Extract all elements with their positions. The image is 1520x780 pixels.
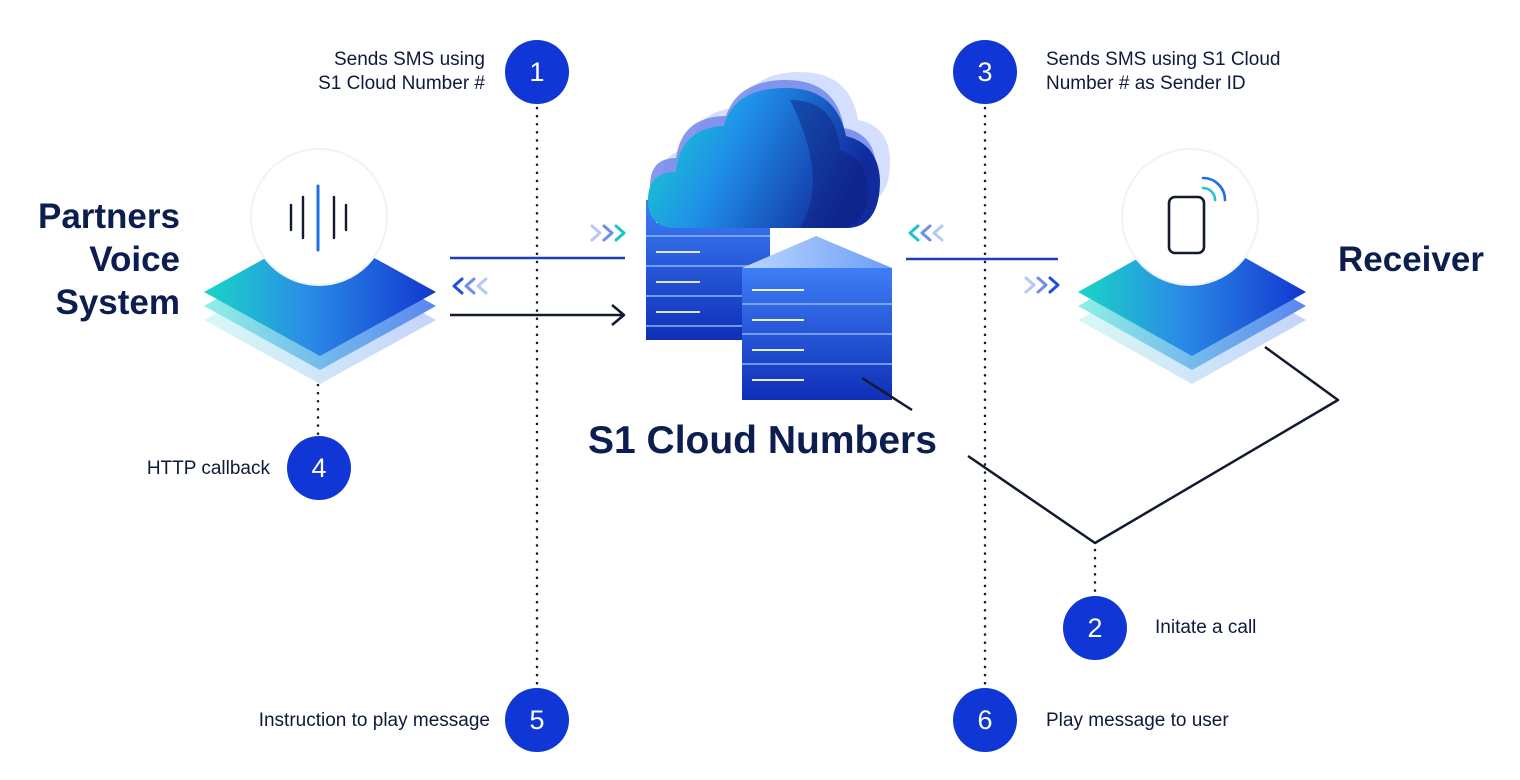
step3-badge: 3 (953, 40, 1017, 104)
step2-label: Initate a call (1155, 617, 1257, 638)
call-bracket-lines (861, 345, 1340, 545)
partners-voice-system-title: Partners Voice System (10, 195, 180, 324)
cloud-server-icon (646, 72, 892, 400)
step5-badge: 5 (505, 688, 569, 752)
chevrons-left-icon (452, 277, 488, 295)
receiver-title: Receiver (1338, 240, 1484, 279)
step5-label: Instruction to play message (258, 710, 490, 731)
step1-label-line1: Sends SMS using (333, 49, 485, 70)
mobile-phone-icon (1121, 148, 1259, 286)
step3-label-line1: Sends SMS using S1 Cloud (1046, 49, 1281, 70)
chevrons-left-icon (908, 224, 944, 242)
step1-badge: 1 (505, 40, 569, 104)
partners-cloud-connectors (450, 224, 626, 326)
chevrons-right-icon (590, 224, 626, 242)
step3-label: Sends SMS using S1 Cloud Number # as Sen… (1046, 48, 1346, 96)
step4-badge: 4 (287, 436, 351, 500)
step6-label: Play message to user (1046, 710, 1229, 731)
partners-title-line1: Partners (37, 197, 180, 236)
step1-label-line2: S1 Cloud Number # (318, 73, 485, 94)
step3-label-line2: Number # as Sender ID (1046, 73, 1246, 94)
voice-waveform-icon (250, 148, 388, 286)
step2-badge: 2 (1063, 596, 1127, 660)
step4-label: HTTP callback (146, 458, 270, 479)
partners-platform (204, 228, 436, 384)
chevrons-right-icon (1024, 276, 1060, 294)
step1-label: Sends SMS using S1 Cloud Number # (260, 48, 485, 96)
receiver-platform (1078, 228, 1306, 384)
partners-title-line3: System (55, 283, 180, 322)
partners-title-line2: Voice (89, 240, 180, 279)
dotted-connectors (316, 106, 1097, 690)
step6-badge: 6 (953, 688, 1017, 752)
s1-cloud-numbers-title: S1 Cloud Numbers (588, 419, 937, 462)
cloud-receiver-connectors (906, 224, 1060, 294)
server-stack-right (742, 236, 892, 400)
